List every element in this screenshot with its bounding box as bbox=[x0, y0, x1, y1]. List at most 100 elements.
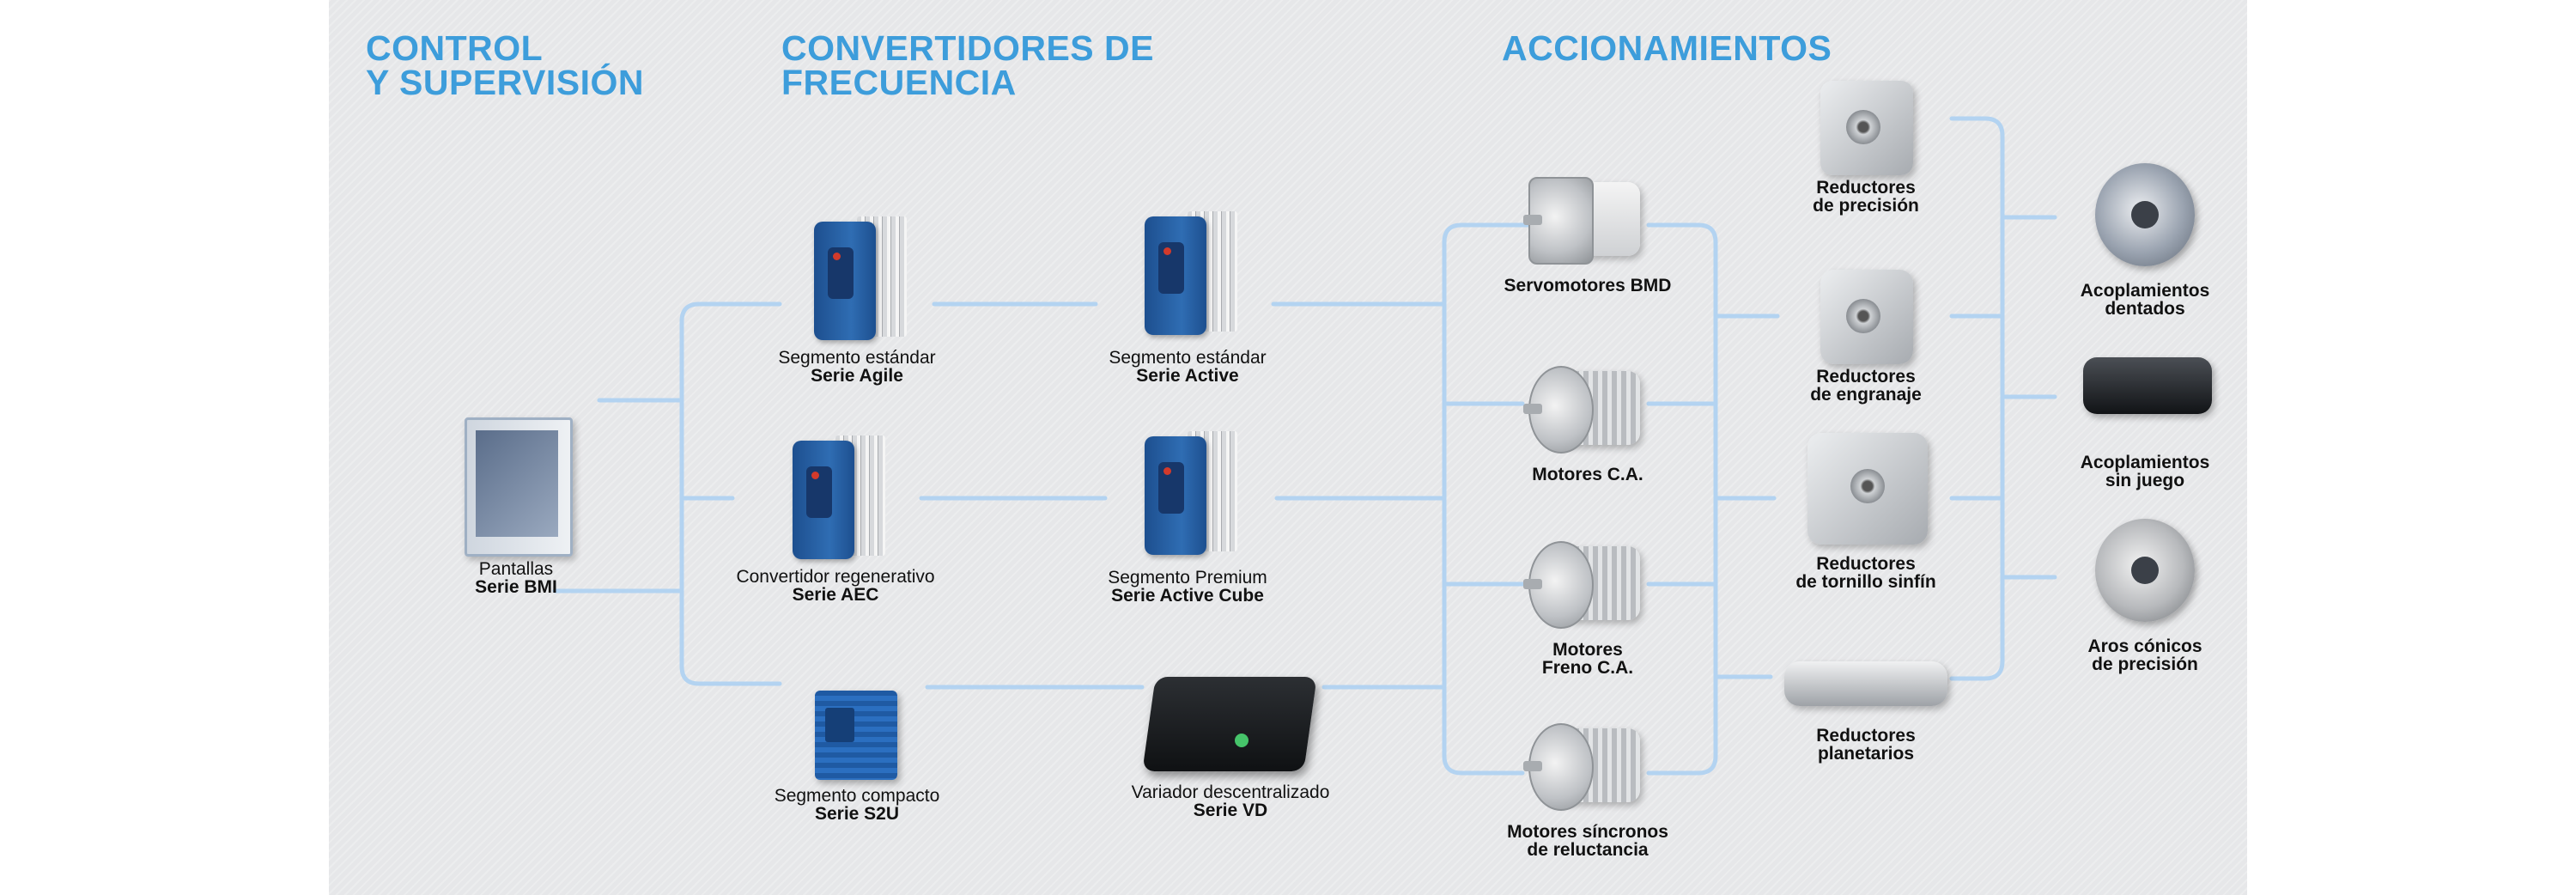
product-synchronous-reluctance-motors[interactable]: Motores síncronos de reluctancia bbox=[1485, 715, 1691, 859]
ac-motor-icon bbox=[1523, 357, 1652, 460]
product-gear-reducers[interactable]: Reductores de engranaje bbox=[1789, 258, 1943, 404]
gear-reducer-icon bbox=[1801, 258, 1930, 364]
worm-gear-icon bbox=[1789, 421, 1943, 550]
product-precision-locking-rings[interactable]: Aros cónicos de precisión bbox=[2063, 512, 2227, 673]
title-line: FRECUENCIA bbox=[781, 63, 1017, 102]
caption-line: de engranaje bbox=[1810, 385, 1922, 405]
product-active-cube-series[interactable]: Segmento Premium Serie Active Cube bbox=[1063, 429, 1312, 605]
product-caption: Segmento estándar Serie Active bbox=[1063, 349, 1312, 385]
caption-line: Reductores bbox=[1816, 554, 1916, 574]
diagram-stage: CONTROL Y SUPERVISIÓN CONVERTIDORES DE F… bbox=[329, 0, 2247, 895]
product-caption: Pantallas Serie BMI bbox=[456, 560, 576, 596]
caption-line: de reluctancia bbox=[1527, 840, 1649, 860]
frequency-inverter-icon bbox=[1136, 429, 1239, 563]
caption-line: Motores síncronos bbox=[1507, 822, 1668, 842]
caption-line: Segmento estándar bbox=[1109, 348, 1267, 368]
caption-line: Reductores bbox=[1816, 726, 1916, 746]
caption-series: Serie Active bbox=[1136, 366, 1239, 386]
product-brake-motors[interactable]: Motores Freno C.A. bbox=[1493, 533, 1682, 677]
title-frequency-converters: CONVERTIDORES DE FRECUENCIA bbox=[781, 31, 1154, 100]
product-caption: Segmento compacto Serie S2U bbox=[732, 787, 981, 823]
product-vd-series[interactable]: Variador descentralizado Serie VD bbox=[1102, 661, 1359, 819]
product-worm-gear-reducers[interactable]: Reductores de tornillo sinfín bbox=[1771, 421, 1960, 591]
product-caption: Motores Freno C.A. bbox=[1493, 641, 1682, 677]
caption-line: sin juego bbox=[2105, 471, 2185, 490]
caption-line: planetarios bbox=[1817, 744, 1915, 764]
decentralized-drive-icon bbox=[1142, 661, 1317, 782]
product-active-series[interactable]: Segmento estándar Serie Active bbox=[1063, 210, 1312, 385]
product-caption: Convertidor regenerativo Serie AEC bbox=[707, 568, 964, 604]
caption-line: Acoplamientos bbox=[2080, 453, 2210, 472]
product-caption: Segmento estándar Serie Agile bbox=[732, 349, 981, 385]
product-aec-series[interactable]: Convertidor regenerativo Serie AEC bbox=[707, 434, 964, 604]
caption-line: Freno C.A. bbox=[1541, 658, 1634, 678]
product-s2u-series[interactable]: Segmento compacto Serie S2U bbox=[732, 687, 981, 823]
product-precision-reducers[interactable]: Reductores de precisión bbox=[1789, 69, 1943, 215]
caption-line: de precisión bbox=[1813, 196, 1919, 216]
title-line: ACCIONAMIENTOS bbox=[1502, 28, 1832, 68]
caption-line: dentados bbox=[2105, 299, 2185, 319]
product-caption: Reductores de precisión bbox=[1789, 179, 1943, 215]
product-caption: Reductores planetarios bbox=[1771, 727, 1960, 763]
caption-series: Serie Active Cube bbox=[1111, 586, 1264, 606]
caption-line: Reductores bbox=[1816, 367, 1916, 387]
hmi-panel-icon bbox=[465, 417, 573, 557]
locking-ring-icon bbox=[2076, 512, 2214, 632]
gear-coupling-icon bbox=[2076, 156, 2214, 277]
caption-line: Servomotores BMD bbox=[1504, 276, 1672, 295]
caption-line: Motores bbox=[1552, 640, 1623, 660]
caption-series: Serie VD bbox=[1193, 801, 1268, 820]
product-servomotors-bmd[interactable]: Servomotores BMD bbox=[1485, 168, 1691, 295]
caption-line: de tornillo sinfín bbox=[1795, 572, 1936, 592]
precision-gearbox-icon bbox=[1801, 69, 1930, 175]
caption-line: Segmento estándar bbox=[778, 348, 936, 368]
caption-line: Variador descentralizado bbox=[1131, 782, 1330, 802]
compact-inverter-icon bbox=[810, 687, 904, 782]
caption-line: Pantallas bbox=[478, 559, 554, 579]
product-caption: Acoplamientos dentados bbox=[2063, 282, 2227, 318]
product-caption: Segmento Premium Serie Active Cube bbox=[1063, 569, 1312, 605]
connector-line bbox=[679, 301, 782, 686]
planetary-gearbox-icon bbox=[1776, 644, 1956, 721]
product-agile-series[interactable]: Segmento estándar Serie Agile bbox=[732, 215, 981, 385]
caption-line: Acoplamientos bbox=[2080, 281, 2210, 301]
caption-series: Serie Agile bbox=[811, 366, 903, 386]
product-caption: Servomotores BMD bbox=[1485, 277, 1691, 295]
caption-line: Motores C.A. bbox=[1532, 465, 1643, 484]
connector-line bbox=[1442, 222, 1530, 776]
caption-line: Segmento compacto bbox=[774, 786, 940, 806]
title-line: CONTROL bbox=[366, 28, 544, 68]
product-caption: Motores C.A. bbox=[1493, 466, 1682, 484]
caption-series: Serie S2U bbox=[814, 804, 900, 824]
product-caption: Reductores de tornillo sinfín bbox=[1771, 555, 1960, 591]
reluctance-motor-icon bbox=[1523, 715, 1652, 818]
frequency-inverter-icon bbox=[784, 434, 887, 563]
product-caption: Variador descentralizado Serie VD bbox=[1102, 783, 1359, 819]
product-gear-couplings[interactable]: Acoplamientos dentados bbox=[2063, 156, 2227, 318]
product-caption: Motores síncronos de reluctancia bbox=[1485, 823, 1691, 859]
caption-line: Aros cónicos bbox=[2087, 636, 2202, 656]
caption-line: Convertidor regenerativo bbox=[736, 567, 935, 587]
product-caption: Aros cónicos de precisión bbox=[2063, 637, 2227, 673]
caption-series: Serie AEC bbox=[792, 585, 879, 605]
product-planetary-reducers[interactable]: Reductores planetarios bbox=[1771, 644, 1960, 763]
caption-line: Reductores bbox=[1816, 178, 1916, 198]
servo-motor-icon bbox=[1523, 168, 1652, 271]
frequency-inverter-icon bbox=[1136, 210, 1239, 344]
brake-motor-icon bbox=[1523, 533, 1652, 636]
title-line: Y SUPERVISIÓN bbox=[366, 63, 644, 102]
caption-line: de precisión bbox=[2092, 655, 2198, 674]
product-caption: Acoplamientos sin juego bbox=[2063, 454, 2227, 490]
product-ac-motors[interactable]: Motores C.A. bbox=[1493, 357, 1682, 484]
backlash-free-coupling-icon bbox=[2076, 328, 2214, 448]
product-backlash-free-couplings[interactable]: Acoplamientos sin juego bbox=[2063, 328, 2227, 490]
caption-series: Serie BMI bbox=[475, 577, 557, 597]
caption-line: Segmento Premium bbox=[1108, 568, 1267, 588]
connector-lines bbox=[552, 116, 2057, 776]
title-line: CONVERTIDORES DE bbox=[781, 28, 1154, 68]
product-caption: Reductores de engranaje bbox=[1789, 368, 1943, 404]
title-control-supervision: CONTROL Y SUPERVISIÓN bbox=[366, 31, 644, 100]
product-bmi-series[interactable]: Pantallas Serie BMI bbox=[456, 417, 576, 596]
title-drives: ACCIONAMIENTOS bbox=[1502, 28, 1832, 68]
connector-line bbox=[1646, 222, 1718, 776]
